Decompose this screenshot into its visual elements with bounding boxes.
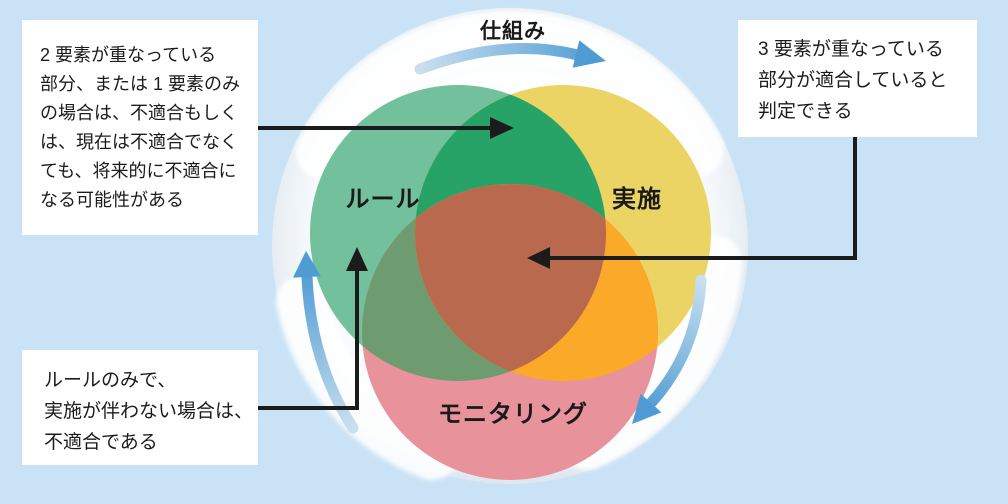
callout-connectors: [258, 117, 857, 410]
circle-label-monitoring: モニタリング: [438, 401, 588, 428]
callout-three-elements: 3 要素が重なっている 部分が適合していると 判定できる: [738, 20, 977, 137]
callout-text-line: 部分、または 1 要素のみ: [40, 74, 241, 94]
callout-text-line: 2 要素が重なっている: [40, 45, 217, 65]
circle-label-implementation: 実施: [612, 186, 662, 213]
callout-text-line: 不適合である: [44, 432, 158, 453]
callout-text-line: の場合は、不適合もしく: [40, 103, 238, 123]
connector-three-elements-arrowhead-icon: [527, 247, 550, 269]
connector-rules-only-arrowhead-icon: [346, 247, 368, 271]
callout-text-line: ても、将来的に不適合に: [40, 161, 237, 181]
cycle-arrow-top-head-icon: [572, 40, 606, 68]
connector-two-elements-arrowhead-icon: [490, 117, 514, 139]
cycle-arrow-right: [645, 274, 707, 409]
cycle-title: 仕組み: [480, 20, 546, 43]
callout-rules-only: ルールのみで、 実施が伴わない場合は、 不適合である: [22, 350, 258, 465]
callout-two-elements: 2 要素が重なっている 部分、または 1 要素のみ の場合は、不適合もしく は、…: [22, 20, 258, 235]
callout-text-line: 部分が適合していると: [758, 70, 948, 91]
cycle-arrow-left-head-icon: [293, 251, 321, 278]
swoosh-top: [296, 11, 724, 178]
callout-text-line: 判定できる: [758, 101, 853, 122]
circle-label-rules: ルール: [345, 186, 421, 213]
cycle-arrows: [293, 40, 707, 434]
callout-text-line: ルールのみで、: [44, 370, 177, 391]
connector-three-elements: [544, 137, 857, 260]
cycle-arrow-left: [301, 271, 359, 434]
callout-text-line: なる可能性がある: [40, 190, 184, 210]
callout-text-line: 3 要素が重なっている: [758, 39, 944, 60]
callout-text-line: は、現在は不適合でなく: [40, 132, 238, 152]
connector-rules-only: [258, 264, 359, 410]
cycle-arrow-right-head-icon: [632, 393, 662, 424]
callout-text-line: 実施が伴わない場合は、: [44, 401, 254, 422]
cycle-arrow-top: [414, 43, 584, 75]
